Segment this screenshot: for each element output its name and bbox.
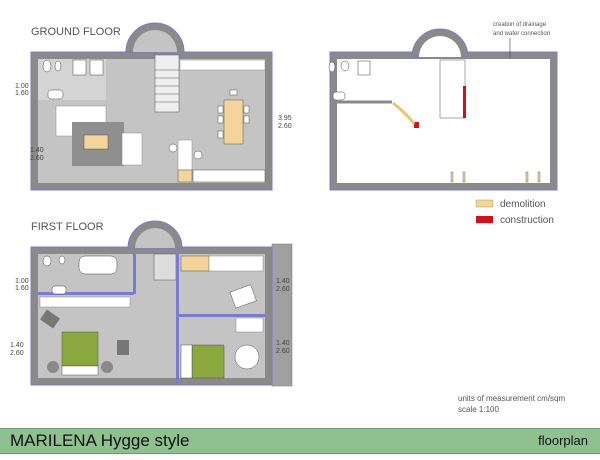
measurement-notes: units of measurement cm/sqm scale 1:100 <box>458 393 565 415</box>
toilet-icon <box>340 60 350 72</box>
demolition-area <box>177 169 193 183</box>
desk-icon <box>180 255 210 272</box>
round-table-icon <box>234 344 260 370</box>
cabinet-icon <box>89 59 104 76</box>
sink-icon <box>51 285 67 295</box>
units-note: units of measurement cm/sqm <box>458 394 566 403</box>
toilet-icon <box>42 59 52 73</box>
project-title: MARILENA Hygge style <box>10 431 190 450</box>
balcony <box>271 243 293 387</box>
annotation-text: and water connection <box>493 31 550 37</box>
sheet-label: floorplan <box>538 433 588 448</box>
ground-floor-title: GROUND FLOOR <box>31 26 121 38</box>
dimension-label: 3.95 <box>278 115 292 122</box>
kitchen-island-icon <box>177 139 193 171</box>
ground-floor-dimensions: 1.00 1.60 1.40 2.60 3.95 2.60 <box>15 83 292 162</box>
scale-note: scale 1:100 <box>458 405 499 414</box>
construction-wall <box>463 86 466 118</box>
coffee-table-icon <box>83 134 109 150</box>
bathtub-icon <box>78 255 118 275</box>
dining-table-icon <box>223 99 244 145</box>
sink-icon <box>332 91 346 101</box>
ground-floor-plan: GROUND FLOOR 1.00 1.60 1.4 <box>15 22 292 191</box>
dimension-label: 2.60 <box>10 350 24 357</box>
ground-floor-works-plan: creation of drainage and water connectio… <box>328 22 558 191</box>
armchair-icon <box>40 309 60 329</box>
dimension-label: 1.60 <box>15 90 29 97</box>
staircase <box>153 253 177 281</box>
dimension-label: 1.40 <box>276 340 290 347</box>
dimension-label: 1.00 <box>15 278 29 285</box>
dimension-label: 1.60 <box>15 285 29 292</box>
demolition-wall <box>392 101 416 125</box>
interior-wall <box>176 254 179 384</box>
dimension-label: 2.60 <box>276 348 290 355</box>
legend-label-construction: construction <box>500 215 554 226</box>
interior-wall <box>133 254 136 294</box>
kitchen-counter-icon <box>192 169 266 183</box>
bidet-icon <box>328 61 336 73</box>
first-floor-plan: FIRST FLOOR 1.00 1.60 1.40 2.60 <box>10 220 293 387</box>
dimension-label: 1.40 <box>276 278 290 285</box>
dimension-label: 1.40 <box>10 342 24 349</box>
bidet-icon <box>54 60 62 72</box>
nightstand-icon <box>101 361 113 373</box>
shower-icon <box>357 60 371 76</box>
dimension-label: 1.00 <box>15 83 29 90</box>
stair-tower-floor <box>135 228 175 248</box>
armchair-icon <box>229 284 257 309</box>
legend-label-demolition: demolition <box>500 199 546 210</box>
wardrobe-icon <box>39 296 131 308</box>
stair-tower-floor <box>133 30 177 52</box>
chair-icon <box>117 340 129 355</box>
wardrobe-icon <box>235 317 264 333</box>
first-floor-dimensions: 1.00 1.60 1.40 2.60 1.40 2.60 1.40 2.60 <box>10 278 290 357</box>
legend: demolition construction <box>475 199 554 226</box>
bidet-icon <box>58 255 66 265</box>
demolition-marks <box>450 171 541 183</box>
interior-wall <box>178 314 265 317</box>
dimension-label: 2.60 <box>30 155 44 162</box>
toilet-icon <box>42 255 52 267</box>
single-bed-icon <box>191 344 225 379</box>
staircase <box>154 54 180 113</box>
double-bed-icon <box>61 331 99 367</box>
stool-icon <box>168 143 178 153</box>
footer-bar: MARILENA Hygge style floorplan <box>0 428 600 454</box>
dimension-label: 2.60 <box>276 286 290 293</box>
wardrobe-icon <box>208 255 264 272</box>
stool-icon <box>193 150 203 160</box>
nightstand-icon <box>47 361 59 373</box>
wall-cabinet-icon <box>179 59 266 71</box>
first-floor-title: FIRST FLOOR <box>31 221 104 233</box>
shower-icon <box>72 59 87 76</box>
bed-headboard <box>180 344 193 379</box>
construction-wall <box>414 122 419 128</box>
stair-tower-floor <box>419 36 461 57</box>
staircase <box>439 59 466 119</box>
bed-footboard <box>61 365 99 376</box>
interior-wall <box>38 292 134 295</box>
legend-swatch-demolition <box>475 199 494 208</box>
dining-chairs <box>217 89 250 139</box>
stair-steps <box>155 69 179 103</box>
dimension-label: 1.40 <box>30 147 44 154</box>
annotation-text: creation of drainage <box>493 22 547 28</box>
dimension-label: 2.60 <box>278 123 292 130</box>
armchair-icon <box>121 132 143 166</box>
legend-swatch-construction <box>476 216 493 223</box>
sink-icon <box>47 89 64 100</box>
